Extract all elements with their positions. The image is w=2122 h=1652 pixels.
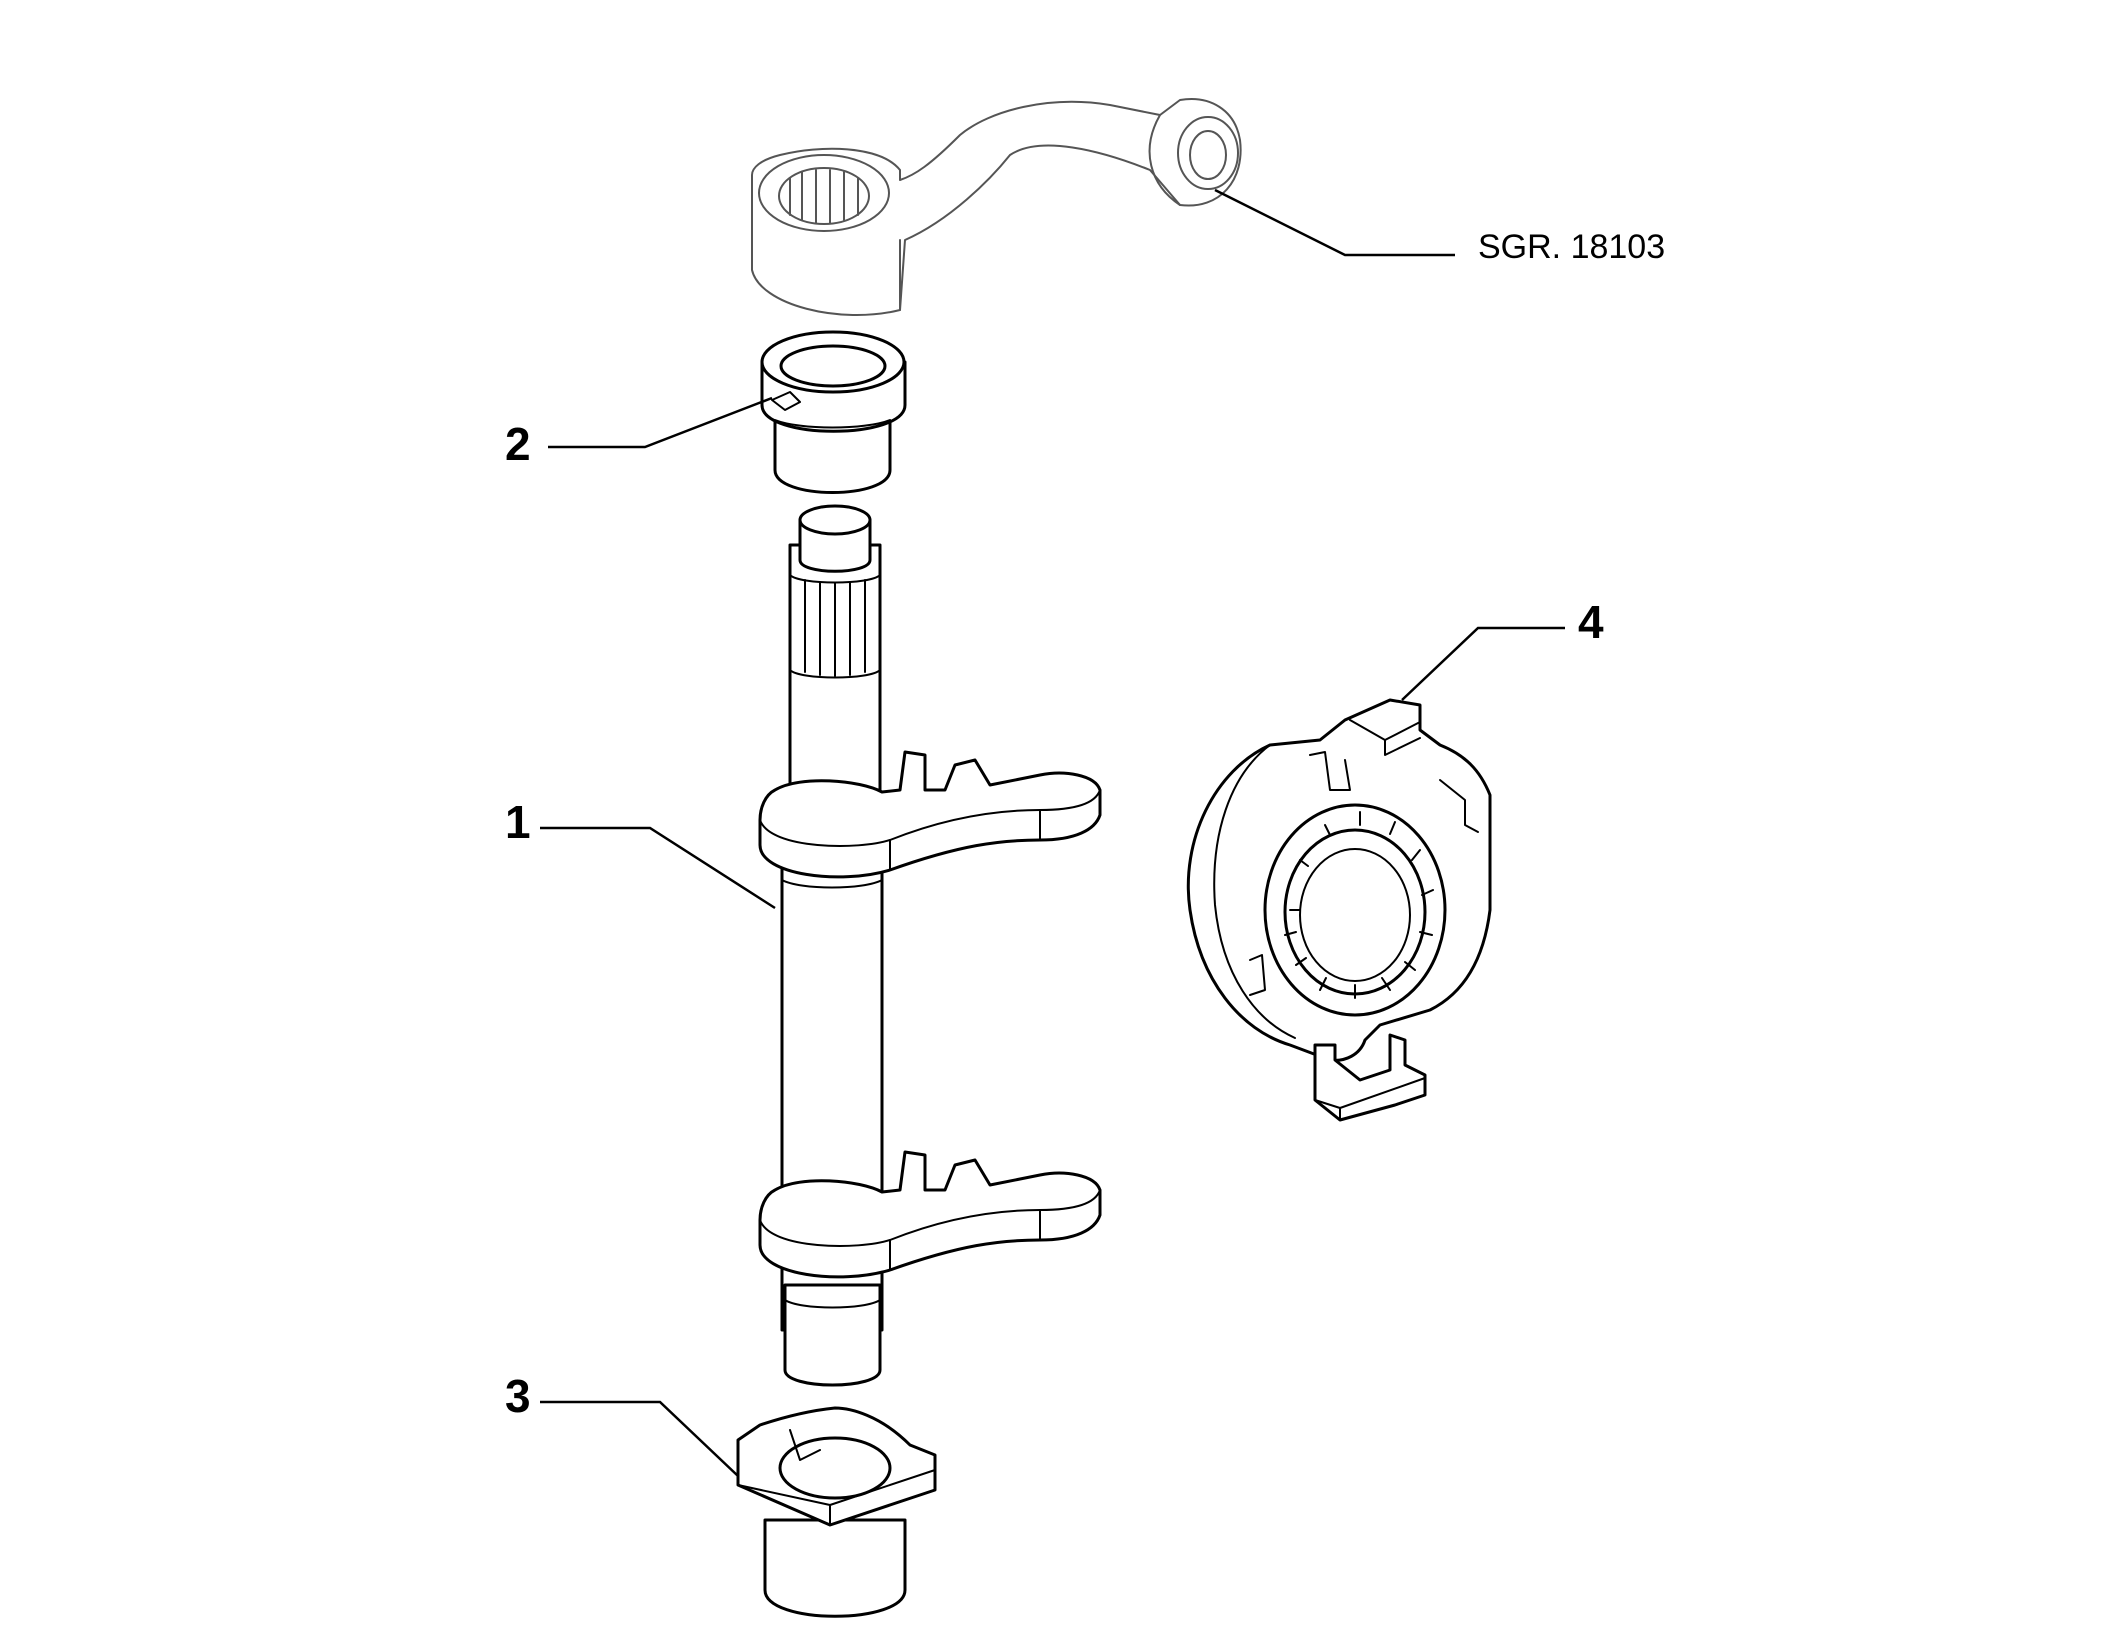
- selector-shaft-part: [758, 504, 1102, 1387]
- upper-bushing-part: [760, 330, 907, 494]
- lever-reference-label: SGR. 18103: [1478, 228, 1665, 266]
- callout-2: 2: [505, 418, 531, 470]
- callout-1: 1: [505, 796, 531, 848]
- leader-lever: [1214, 188, 1455, 257]
- leader-3: [540, 1400, 739, 1477]
- leader-2: [548, 396, 773, 449]
- leader-1: [540, 826, 776, 910]
- leader-4: [1401, 626, 1565, 701]
- release-bearing-part: [1186, 698, 1492, 1122]
- selector-lever-part: [751, 98, 1242, 317]
- lower-bushing-part: [736, 1406, 937, 1618]
- callout-3: 3: [505, 1370, 531, 1422]
- callout-4: 4: [1578, 596, 1604, 648]
